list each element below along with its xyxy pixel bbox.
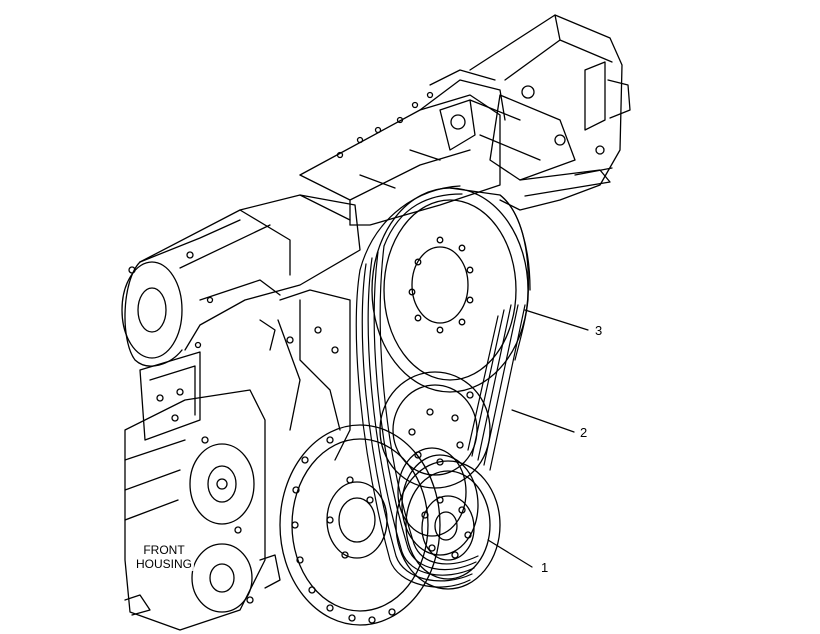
front-housing-label: FRONT HOUSING — [134, 543, 195, 571]
callout-label-1: 1 — [541, 560, 549, 575]
front-housing-label-line2: HOUSING — [136, 557, 193, 571]
callout-label-2: 2 — [580, 425, 588, 440]
engine-block — [300, 70, 505, 225]
vibration-damper — [280, 425, 440, 625]
rear-upper-assembly — [470, 15, 630, 210]
leader-line-2 — [512, 410, 574, 432]
crank-pulley — [396, 448, 500, 589]
middle-pulley — [380, 372, 490, 488]
callout-label-3: 3 — [595, 323, 603, 338]
left-cylinder-housing — [122, 195, 360, 366]
leader-line-1 — [488, 540, 532, 567]
callout-leaders — [488, 310, 588, 567]
leader-line-3 — [525, 310, 588, 330]
front-housing — [125, 352, 280, 630]
drive-belts — [356, 186, 528, 587]
front-housing-label-line1: FRONT — [143, 543, 185, 557]
timing-cover — [260, 290, 350, 460]
